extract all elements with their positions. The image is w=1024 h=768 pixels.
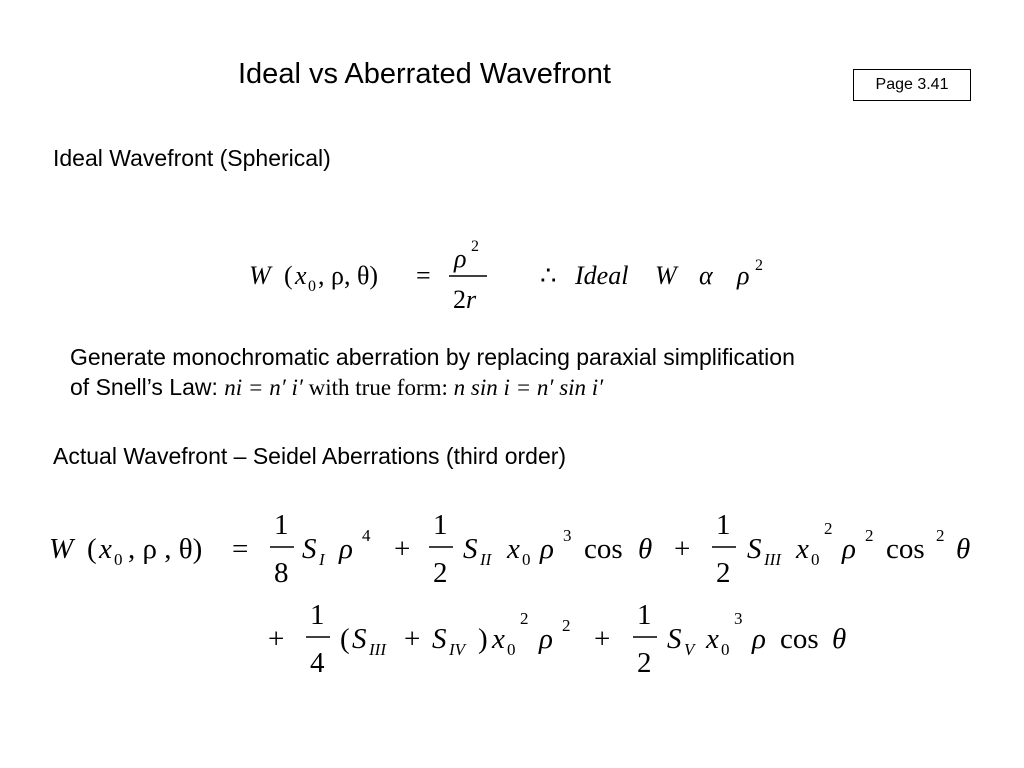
- snell-paragraph: Generate monochromatic aberration by rep…: [70, 342, 1000, 403]
- eq2-t4-x-sub: 0: [507, 640, 516, 659]
- eq2-t5-rho: ρ: [751, 623, 766, 655]
- eq2-equals: =: [232, 533, 248, 565]
- ideal-wavefront-equation: W ( x 0 , ρ, θ) = ρ 2 2 r ∴ Ideal W α ρ …: [249, 238, 763, 314]
- eq2-t5-x: x: [705, 623, 719, 655]
- eq2-x: x: [98, 533, 112, 565]
- snell-paraxial-form: ni = n′ i′: [224, 375, 303, 400]
- paragraph-line-2: of Snell’s Law: ni = n′ i′ with true for…: [70, 372, 1000, 403]
- eq2-t3-theta: θ: [956, 533, 970, 565]
- eq2-t2-x: x: [506, 533, 520, 565]
- eq2-t2-x-sub: 0: [522, 550, 531, 569]
- ideal-wavefront-heading: Ideal Wavefront (Spherical): [53, 145, 331, 171]
- eq2-t2-sub: II: [479, 550, 493, 569]
- eq1-W2: W: [655, 261, 679, 290]
- eq2-t1-S: S: [302, 533, 317, 565]
- eq2-t5-num: 1: [637, 599, 652, 631]
- eq1-args-rest: , ρ, θ): [318, 261, 378, 290]
- eq1-therefore: ∴: [540, 261, 557, 290]
- eq2-t3-rho: ρ: [841, 533, 856, 565]
- eq1-equals: =: [416, 261, 431, 290]
- eq2-t5-theta: θ: [832, 623, 846, 655]
- eq2-t1-num: 1: [274, 509, 289, 541]
- eq2-t2-den: 2: [433, 557, 448, 589]
- slide-title: Ideal vs Aberrated Wavefront: [238, 58, 611, 90]
- eq2-t4-num: 1: [310, 599, 325, 631]
- eq2-t4-sub2: IV: [448, 640, 468, 659]
- eq2-t4-S1: S: [352, 623, 367, 655]
- paragraph-line-1: Generate monochromatic aberration by rep…: [70, 344, 795, 370]
- eq2-t2-theta: θ: [638, 533, 652, 565]
- eq2-t2-rho: ρ: [539, 533, 554, 565]
- eq2-t5-cos: cos: [780, 623, 819, 655]
- eq2-t4-den: 4: [310, 647, 325, 679]
- eq1-rho-exp: 2: [755, 257, 763, 274]
- eq2-t2-S: S: [463, 533, 478, 565]
- eq1-num-exp: 2: [471, 238, 479, 255]
- eq2-t3-rho-exp: 2: [865, 526, 874, 545]
- eq2-t3-S: S: [747, 533, 762, 565]
- eq2-t3-cos: cos: [886, 533, 925, 565]
- eq2-t1-den: 8: [274, 557, 289, 589]
- eq1-den-2: 2: [453, 285, 466, 314]
- eq2-t4-x-exp: 2: [520, 609, 529, 628]
- eq1-rho: ρ: [736, 261, 749, 290]
- eq2-t5-S: S: [667, 623, 682, 655]
- eq2-t3-x-exp: 2: [824, 519, 833, 538]
- eq2-t4-x: x: [491, 623, 505, 655]
- eq2-t3-sub: III: [763, 550, 782, 569]
- eq2-t3-cos-exp: 2: [936, 526, 945, 545]
- eq2-t3-x: x: [795, 533, 809, 565]
- snell-true-form: n sin i = n′ sin i′: [453, 375, 604, 400]
- eq2-plus-4: +: [594, 623, 610, 655]
- eq2-x-sub: 0: [114, 550, 123, 569]
- eq1-num-rho: ρ: [453, 244, 466, 273]
- eq2-plus-2: +: [674, 533, 690, 565]
- eq2-plus-1: +: [394, 533, 410, 565]
- eq2-t4-close: ): [478, 623, 488, 655]
- eq1-ideal-text: Ideal: [574, 261, 628, 290]
- eq2-t4-sub1: III: [368, 640, 387, 659]
- eq2-t5-x-sub: 0: [721, 640, 730, 659]
- eq2-t1-rho: ρ: [338, 533, 353, 565]
- eq1-alpha: α: [699, 261, 714, 290]
- eq1-x-sub: 0: [308, 278, 316, 295]
- eq2-t3-den: 2: [716, 557, 731, 589]
- eq2-t5-x-exp: 3: [734, 609, 743, 628]
- eq2-t5-sub: V: [684, 640, 697, 659]
- eq2-t2-cos: cos: [584, 533, 623, 565]
- eq2-t4-rho: ρ: [538, 623, 553, 655]
- eq2-t4-S2: S: [432, 623, 447, 655]
- eq2-plus-3: +: [268, 623, 284, 655]
- eq2-t4-plus: +: [404, 623, 420, 655]
- eq2-t4-open: (: [340, 623, 350, 655]
- page-number-box: Page 3.41: [853, 69, 971, 101]
- eq2-args-rest: , ρ , θ): [128, 533, 202, 565]
- eq2-t3-num: 1: [716, 509, 731, 541]
- eq2-t2-exp: 3: [563, 526, 572, 545]
- eq2-t4-rho-exp: 2: [562, 616, 571, 635]
- eq2-t1-sub: I: [318, 550, 326, 569]
- eq2-open-paren: (: [87, 533, 97, 565]
- eq2-t2-num: 1: [433, 509, 448, 541]
- eq2-t3-x-sub: 0: [811, 550, 820, 569]
- eq1-W: W: [249, 261, 273, 290]
- eq2-t1-exp: 4: [362, 526, 371, 545]
- paragraph-mid-text: with true form:: [302, 375, 454, 400]
- eq1-open-paren: (: [284, 261, 293, 290]
- eq1-den-r: r: [466, 285, 477, 314]
- eq2-t5-den: 2: [637, 647, 652, 679]
- eq2-W: W: [49, 533, 76, 565]
- actual-wavefront-heading: Actual Wavefront – Seidel Aberrations (t…: [53, 443, 567, 469]
- eq1-x: x: [294, 261, 307, 290]
- seidel-equation: W ( x 0 , ρ , θ) = 1 8 S I ρ 4 + 1 2 S I…: [49, 509, 970, 679]
- paragraph-line-2-prefix: of Snell’s Law:: [70, 374, 225, 400]
